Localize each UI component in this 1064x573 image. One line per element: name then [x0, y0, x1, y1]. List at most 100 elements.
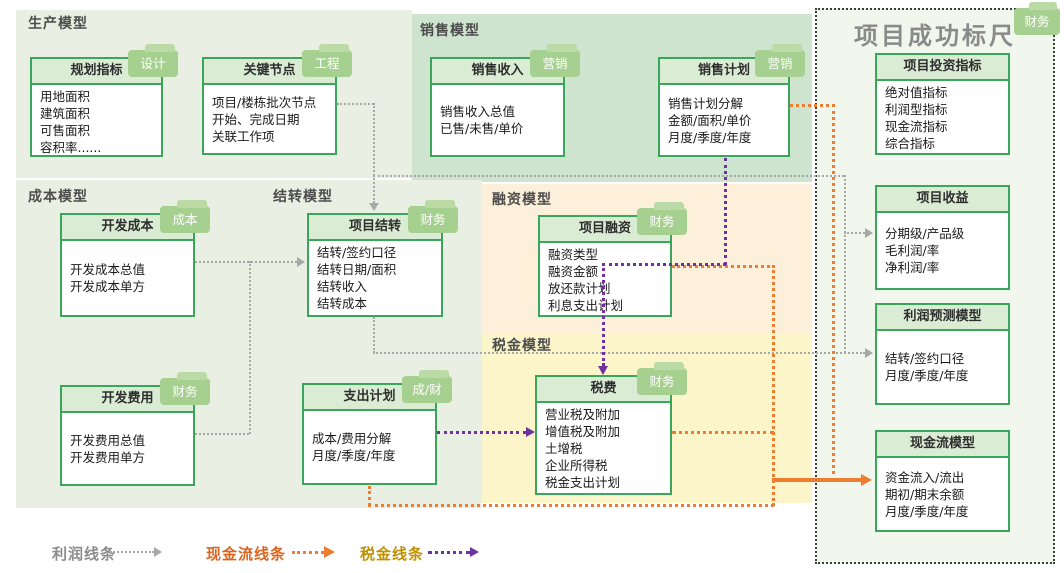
box-item: 税金支出计划: [545, 475, 621, 490]
cashflow-line-segment: [772, 265, 775, 506]
profit-line-segment: [195, 433, 249, 435]
folder-tag-finance: 财务: [1014, 2, 1060, 35]
folder-tag-engineering: 工程: [302, 44, 352, 77]
box-item: 结转成本: [317, 296, 368, 311]
arrow-head: [861, 474, 872, 486]
folder-tag-label: 工程: [314, 56, 340, 71]
box-body: 分期级/产品级 毛利润/率 净利润/率: [877, 213, 1008, 288]
box-item: 月度/季度/年度: [885, 368, 969, 383]
box-item: 利润型指标: [885, 102, 948, 117]
box-project-carryover: 财务 项目结转 结转/签约口径 结转日期/面积 结转收入 结转成本: [307, 200, 458, 317]
box-item: 融资金额: [548, 264, 599, 279]
section-label-carryover: 结转模型: [273, 189, 333, 205]
box-cashflow-model: 现金流模型 资金流入/流出 期初/期末余额 月度/季度/年度: [875, 430, 1010, 532]
box-item: 开发成本单方: [70, 279, 146, 294]
box-item: 期初/期末余额: [885, 486, 965, 502]
folder-tag-label: 成本: [172, 212, 198, 227]
section-label-financing: 融资模型: [492, 192, 552, 208]
box-body: 开发成本总值 开发成本单方: [62, 241, 193, 315]
box-body: 销售收入总值 已售/未售/单价: [432, 85, 563, 155]
box-dev-cost: 成本 开发成本 开发成本总值 开发成本单方: [60, 200, 210, 317]
box-item: 利息支出计划: [548, 298, 624, 313]
folder-tag-cost-finance: 成/财: [402, 370, 452, 403]
box-body: 融资类型 融资金额 放还款计划 利息支出计划: [540, 243, 670, 317]
box-body: 结转/签约口径 结转日期/面积 结转收入 结转成本: [309, 241, 441, 315]
box-item: 关联工作项: [212, 128, 275, 144]
box-profit-forecast-model: 利润预测模型 结转/签约口径 月度/季度/年度: [875, 303, 1010, 405]
folder-tag-label: 设计: [140, 56, 166, 71]
folder-tag-finance: 财务: [160, 372, 210, 405]
box-item: 结转/签约口径: [885, 351, 965, 366]
box-item: 月度/季度/年度: [885, 503, 969, 519]
profit-line-segment: [195, 261, 297, 263]
box-item: 销售计划分解: [668, 95, 744, 111]
arrow-head: [324, 546, 335, 558]
folder-tag-label: 成/财: [412, 382, 442, 397]
legend-cashflow-label: 现金流线条: [206, 545, 287, 563]
legend-tax-label: 税金线条: [360, 545, 425, 563]
box-sales-income: 营销 销售收入 销售收入总值 已售/未售/单价: [430, 44, 580, 157]
folder-tag-label: 财务: [649, 374, 675, 389]
box-item: 资金流入/流出: [885, 469, 965, 485]
folder-tag-label: 营销: [767, 56, 793, 71]
cashflow-line-segment: [368, 504, 774, 507]
box-title: 项目收益: [877, 187, 1008, 213]
cashflow-line-segment: [672, 265, 775, 268]
legend-profit-line: [110, 551, 154, 553]
profit-line-segment: [337, 103, 374, 105]
box-item: 项目/楼栋批次节点: [212, 94, 317, 110]
box-tax-fee: 财务 税费 营业税及附加 增值税及附加 土增税 企业所得税 税金支出计划: [535, 362, 687, 495]
box-dev-expense: 财务 开发费用 开发费用总值 开发费用单方: [60, 372, 210, 486]
box-project-financing: 财务 项目融资 融资类型 融资金额 放还款计划 利息支出计划: [538, 202, 687, 317]
arrow-head: [297, 257, 305, 267]
folder-tag-cost: 成本: [160, 200, 210, 233]
profit-line-segment: [373, 175, 844, 177]
cashflow-line-segment: [672, 431, 774, 434]
arrow-head: [154, 547, 162, 557]
box-body: 资金流入/流出 期初/期末余额 月度/季度/年度: [877, 458, 1008, 530]
box-title: 现金流模型: [877, 432, 1008, 458]
box-item: 综合指标: [885, 136, 936, 151]
box-item: 用地面积: [40, 89, 91, 104]
box-planning-indicators: 设计 规划指标 用地面积 建筑面积 可售面积 容积率......: [30, 44, 178, 159]
section-label-cost: 成本模型: [28, 189, 88, 205]
box-item: 结转收入: [317, 279, 368, 294]
box-item: 已售/未售/单价: [440, 121, 524, 136]
folder-tag-finance: 财务: [637, 362, 687, 395]
box-item: 土增税: [545, 441, 583, 456]
profit-line-segment: [844, 175, 846, 353]
folder-tag-label: 财务: [649, 214, 675, 229]
box-body: 营业税及附加 增值税及附加 土增税 企业所得税 税金支出计划: [537, 403, 670, 494]
cashflow-line-segment: [368, 486, 371, 506]
cashflow-line-segment: [772, 478, 862, 482]
tax-line-segment: [602, 263, 605, 366]
box-body: 项目/楼栋批次节点 开始、完成日期 关联工作项: [204, 85, 335, 153]
section-label-sales: 销售模型: [420, 23, 480, 39]
box-item: 结转日期/面积: [317, 262, 397, 277]
box-body: 销售计划分解 金额/面积/单价 月度/季度/年度: [660, 85, 788, 155]
section-label-tax: 税金模型: [492, 338, 552, 354]
box-item: 企业所得税: [545, 458, 608, 473]
box-title: 利润预测模型: [877, 305, 1008, 331]
box-item: 月度/季度/年度: [312, 448, 396, 463]
box-body: 绝对值指标 利润型指标 现金流指标 综合指标: [877, 81, 1008, 155]
box-item: 可售面积: [40, 123, 91, 138]
folder-tag-finance: 财务: [408, 200, 458, 233]
arrow-head: [526, 427, 535, 437]
folder-tag-label: 营销: [542, 56, 568, 71]
box-item: 建筑面积: [40, 106, 91, 121]
box-item: 开发费用单方: [70, 449, 146, 465]
box-item: 分期级/产品级: [885, 226, 965, 241]
legend-profit-label: 利润线条: [52, 545, 117, 563]
box-item: 净利润/率: [885, 260, 940, 275]
box-item: 融资类型: [548, 247, 599, 262]
box-expenditure-plan: 成/财 支出计划 成本/费用分解 月度/季度/年度: [302, 370, 452, 485]
box-item: 开发费用总值: [70, 432, 146, 448]
box-item: 毛利润/率: [885, 243, 940, 258]
box-item: 开发成本总值: [70, 262, 146, 277]
box-item: 开始、完成日期: [212, 111, 300, 127]
box-item: 营业税及附加: [545, 407, 621, 422]
box-body: 用地面积 建筑面积 可售面积 容积率......: [32, 85, 161, 159]
profit-line-segment: [249, 261, 251, 434]
folder-tag-marketing: 营销: [755, 44, 805, 77]
